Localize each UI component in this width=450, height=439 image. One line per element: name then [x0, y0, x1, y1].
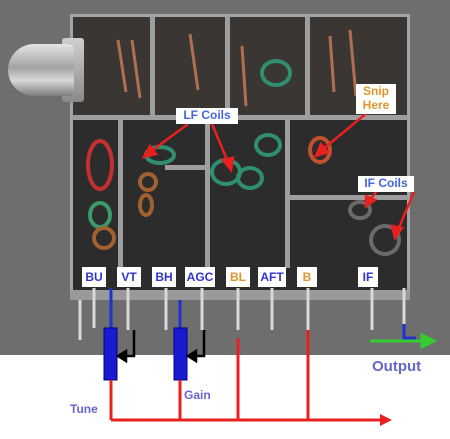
shield-wall	[225, 16, 230, 118]
shield-wall	[305, 16, 310, 118]
resistor	[116, 39, 128, 93]
coil	[86, 139, 114, 191]
callout-arrow	[396, 191, 416, 231]
pin-label-bh: BH	[152, 267, 176, 287]
coil	[369, 224, 401, 256]
gain-potentiometer	[173, 327, 188, 381]
tune-wiper-head	[115, 348, 128, 364]
output-label: Output	[372, 358, 422, 375]
coil	[254, 133, 282, 157]
coil	[138, 193, 154, 217]
shield-wall	[288, 195, 408, 200]
antenna-connector	[8, 44, 74, 96]
resistor	[188, 33, 200, 91]
tune-label: Tune	[70, 402, 98, 416]
coil	[92, 226, 116, 250]
gain-label: Gain	[184, 388, 211, 402]
lf-coils-label: LF Coils	[176, 108, 238, 124]
if-coils-label: IF Coils	[358, 176, 414, 192]
shield-wall	[118, 118, 123, 268]
callout-arrow	[210, 123, 230, 163]
bus-arrowhead	[380, 414, 392, 426]
arrowhead	[390, 224, 405, 241]
arrowhead	[313, 141, 331, 159]
arrowhead	[141, 143, 159, 159]
shield-wall	[72, 115, 408, 120]
output-ground-lead	[402, 324, 416, 340]
shield-wall	[165, 165, 210, 170]
coil	[348, 200, 372, 220]
shield-wall	[205, 118, 210, 268]
resistor	[130, 39, 142, 99]
resistor	[328, 35, 336, 93]
snip-here-label: Snip Here	[356, 84, 396, 114]
pin-label-bu: BU	[82, 267, 106, 287]
callout-arrow	[321, 111, 369, 151]
coil	[138, 172, 158, 192]
callout-arrow	[149, 122, 189, 154]
tune-potentiometer	[103, 327, 118, 381]
output-arrowhead	[420, 332, 438, 350]
gain-wiper-head	[185, 348, 198, 364]
shield-wall	[150, 16, 155, 118]
coil	[236, 166, 264, 190]
shield-wall	[285, 118, 290, 268]
pin-label-aft: AFT	[258, 267, 286, 287]
coil	[260, 59, 292, 87]
coil	[308, 136, 332, 164]
pin-label-agc: AGC	[185, 267, 215, 287]
pin-label-bl: BL	[226, 267, 250, 287]
arrowhead	[220, 156, 235, 173]
tuner-bottom-edge	[70, 290, 410, 300]
arrowhead	[364, 194, 378, 209]
pin-label-vt: VT	[117, 267, 141, 287]
coil	[88, 201, 112, 229]
pin-label-if: IF	[358, 267, 378, 287]
resistor	[240, 45, 248, 107]
resistor	[348, 29, 358, 97]
pin-label-b: B	[297, 267, 317, 287]
